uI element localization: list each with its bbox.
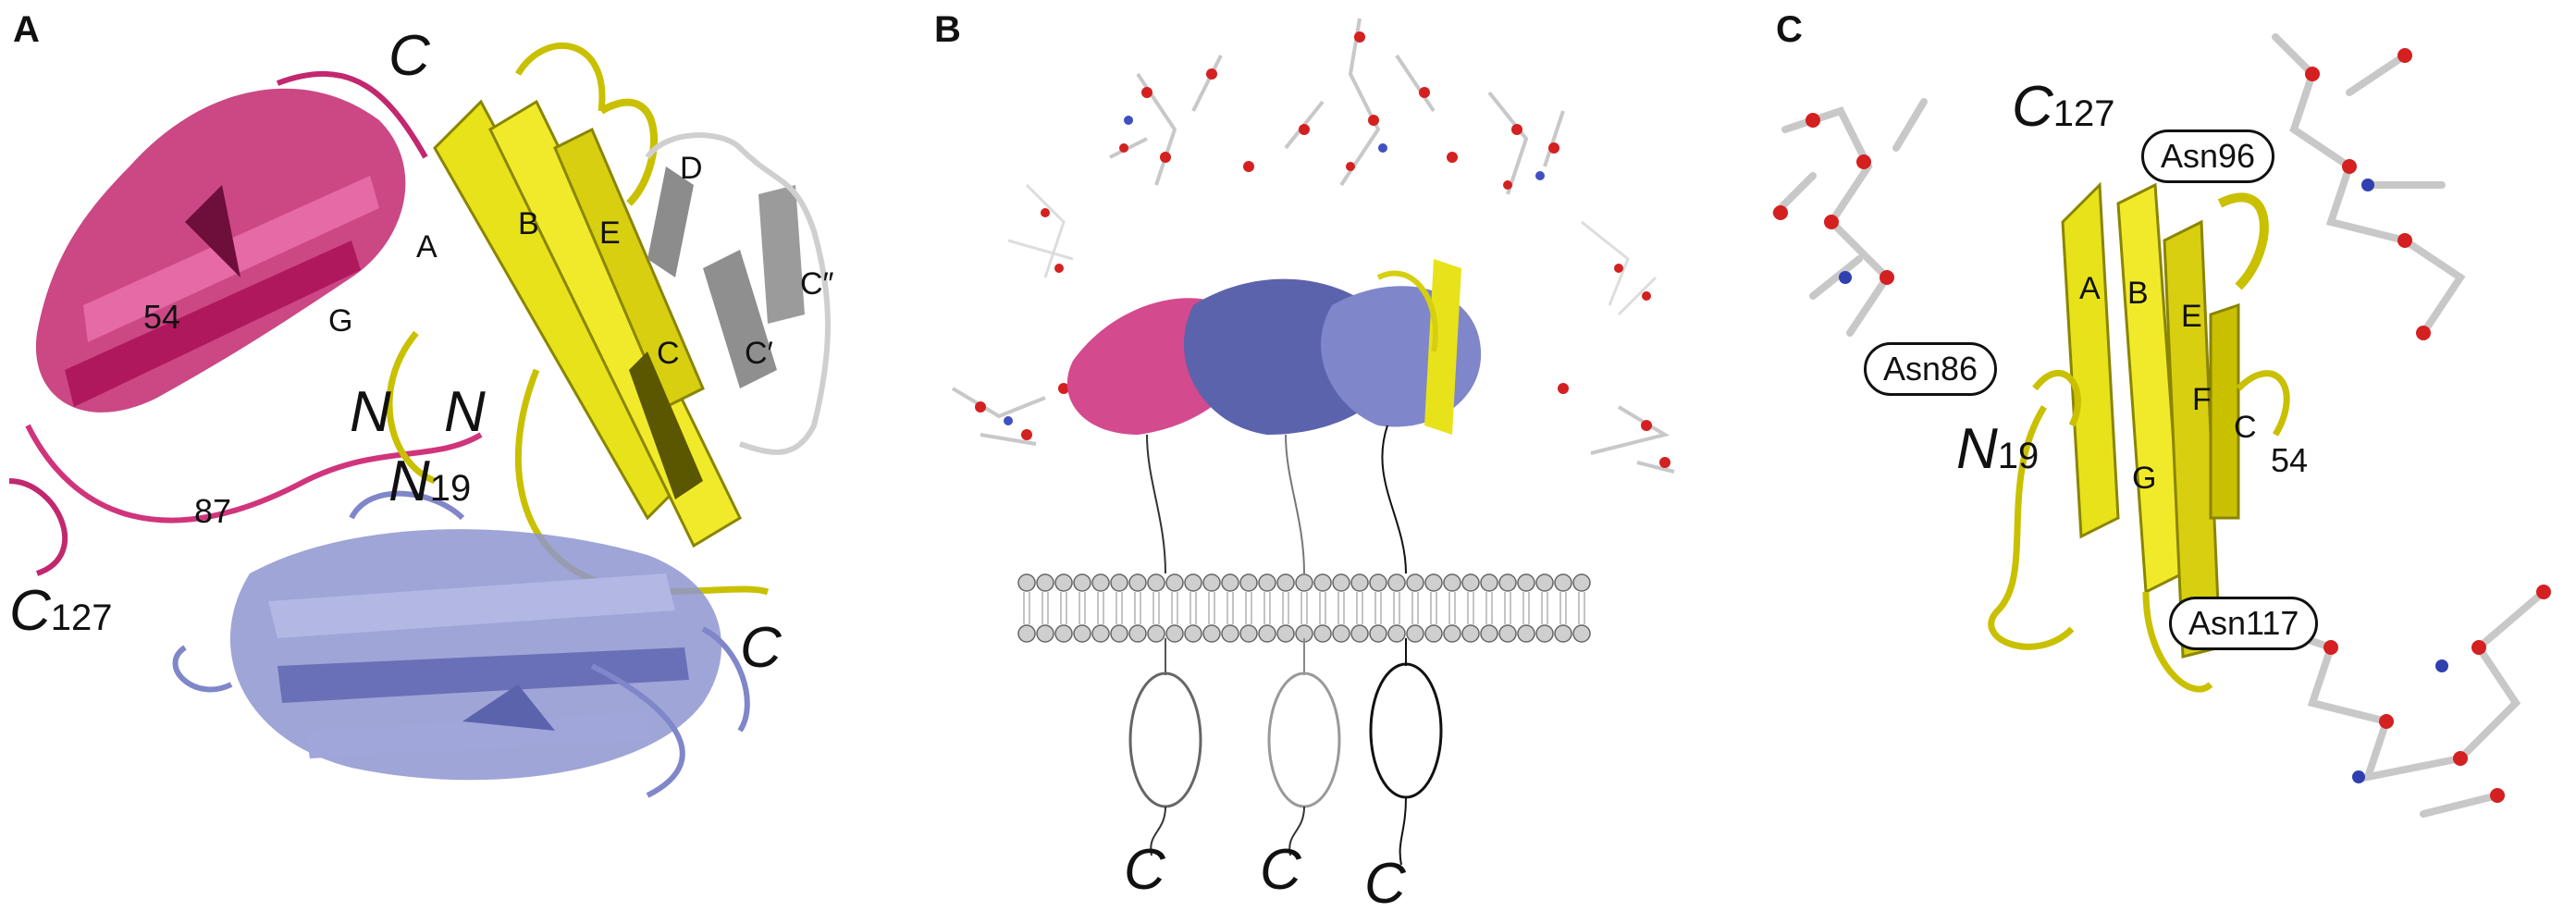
- c127-terminus-c: C127: [2012, 79, 2115, 136]
- gray-domain: [645, 132, 831, 455]
- blue-domain: [172, 490, 750, 798]
- n19-main: N: [388, 450, 430, 513]
- strand-cprime-label: C′: [745, 336, 773, 371]
- c127-main: C: [9, 579, 51, 643]
- panel-b-label: B: [934, 9, 961, 50]
- c127-terminus: C127: [9, 583, 113, 640]
- n19-sub: 19: [429, 468, 472, 509]
- n19-terminus: N19: [388, 453, 471, 511]
- strand-a-label-c: A: [2079, 271, 2101, 306]
- panel-a-label: A: [13, 9, 40, 50]
- strand-f-label-c: F: [2192, 382, 2212, 417]
- residue-87-label: 87: [194, 492, 232, 530]
- strand-cdoubleprime-label: C″: [800, 266, 834, 302]
- c-tail-3: C: [1364, 852, 1406, 916]
- panel-a-structure: [8, 42, 831, 798]
- strand-a-label: A: [416, 229, 438, 265]
- c-tail-2: C: [1260, 838, 1301, 902]
- magenta-domain: [8, 71, 483, 576]
- glycans-cloud: [951, 18, 1675, 474]
- strand-e-label-c: E: [2181, 299, 2202, 334]
- n19-sub-c: 19: [1997, 436, 2040, 476]
- strand-g-label: G: [328, 303, 353, 339]
- n19-terminus-c: N19: [1956, 421, 2039, 478]
- c127-main-c: C: [2012, 75, 2053, 139]
- c127-sub: 127: [50, 598, 113, 638]
- lipid-bilayer: [1017, 573, 1591, 643]
- n-terminus-mid: N: [444, 380, 486, 444]
- glycosite-asn96: Asn96: [2141, 129, 2275, 183]
- c-terminus-right: C: [740, 616, 782, 680]
- strand-c-label-c: C: [2234, 410, 2257, 445]
- panel-b-schematic: [951, 18, 1675, 866]
- glycans-panel-c: [1772, 33, 2551, 818]
- yellow-monomer: [1988, 181, 2290, 693]
- strand-b-label: B: [518, 206, 539, 241]
- strand-d-label: D: [680, 151, 703, 186]
- stalks: [1146, 425, 1407, 574]
- c-tail-1: C: [1124, 838, 1165, 902]
- glycosite-asn86: Asn86: [1864, 342, 1998, 396]
- c-terminus-top: C: [388, 24, 430, 88]
- strand-c-label: C: [657, 336, 680, 371]
- yellow-domain: [386, 42, 770, 596]
- panel-a: A A B E G C C′ C″ D 54 87 C N N N19 C127…: [0, 0, 906, 924]
- c127-sub-c: 127: [2052, 93, 2115, 134]
- glycosite-asn117: Asn117: [2169, 597, 2319, 650]
- strand-e-label: E: [599, 216, 621, 251]
- cytoplasmic-domains: [1128, 638, 1443, 866]
- residue-54-label: 54: [143, 298, 181, 336]
- n19-main-c: N: [1956, 417, 1998, 481]
- n-terminus-left: N: [350, 380, 391, 444]
- panel-b: B C C C: [916, 0, 1748, 924]
- strand-g-label-c: G: [2132, 461, 2157, 496]
- panel-c-label: C: [1776, 9, 1803, 50]
- panel-c-structure: [1772, 33, 2551, 818]
- strand-b-label-c: B: [2127, 276, 2149, 311]
- residue-54-label-c: 54: [2271, 441, 2309, 479]
- panel-c: C C127 N19 Asn96 Asn86 Asn117 A B E F G …: [1757, 0, 2576, 924]
- ectodomain-trimer: [1066, 259, 1482, 435]
